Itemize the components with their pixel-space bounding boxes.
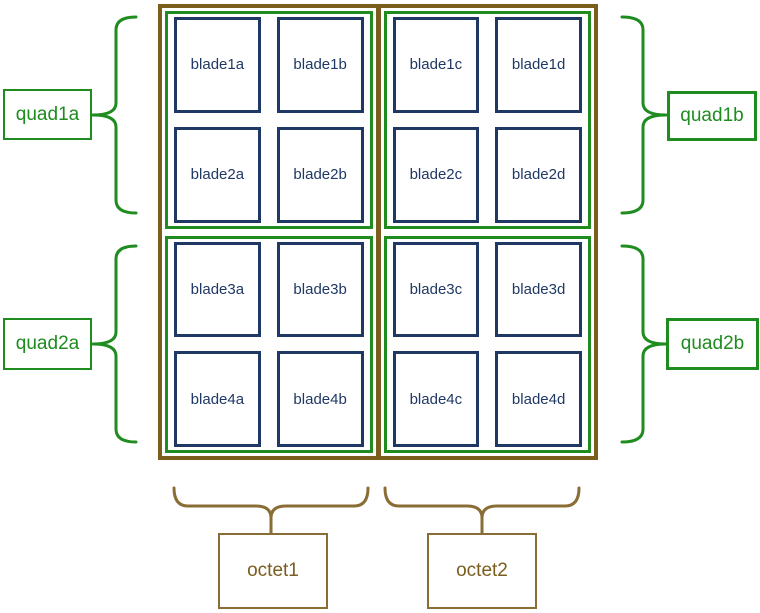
blade-1d: blade1d <box>495 17 582 113</box>
quad1a-brace-icon <box>91 15 138 215</box>
blade-4d: blade4d <box>495 351 582 447</box>
quad1a-label: quad1a <box>3 89 92 140</box>
blade-assembly: blade1a blade1b blade2a blade2b blade3a … <box>158 4 598 460</box>
octet1-brace-icon <box>172 486 370 535</box>
octet1-region: blade1a blade1b blade2a blade2b blade3a … <box>162 8 381 456</box>
blade-3a: blade3a <box>174 241 261 338</box>
quad1b-region: blade1c blade1d blade2c blade2d <box>383 11 591 229</box>
quad2b-region: blade3c blade3d blade4c blade4d <box>383 235 591 453</box>
blade-2b: blade2b <box>276 126 364 223</box>
blade-4b: blade4b <box>276 351 364 447</box>
blade-2d: blade2d <box>495 126 582 223</box>
blade-3d: blade3d <box>495 241 582 338</box>
quad2a-brace-icon <box>91 244 138 444</box>
blade-3c: blade3c <box>392 241 480 338</box>
octet2-brace-icon <box>383 486 581 535</box>
blade-1c: blade1c <box>392 17 480 113</box>
octet1-label: octet1 <box>218 533 328 609</box>
blade-2c: blade2c <box>392 126 480 223</box>
blade-2a: blade2a <box>174 126 261 223</box>
blade-1a: blade1a <box>174 17 261 113</box>
quad1b-brace-icon <box>620 15 668 215</box>
quad1a-region: blade1a blade1b blade2a blade2b <box>165 11 373 229</box>
quad2b-label: quad2b <box>666 318 759 370</box>
octet2-label: octet2 <box>427 533 537 609</box>
quad2b-brace-icon <box>620 244 668 444</box>
blade-3b: blade3b <box>276 241 364 338</box>
blade-4a: blade4a <box>174 351 261 447</box>
blade-1b: blade1b <box>276 17 364 113</box>
blade-4c: blade4c <box>392 351 480 447</box>
quad2a-label: quad2a <box>3 318 92 370</box>
octet2-region: blade1c blade1d blade2c blade2d blade3c … <box>381 8 595 456</box>
quad2a-region: blade3a blade3b blade4a blade4b <box>165 235 373 453</box>
quad1b-label: quad1b <box>667 91 757 141</box>
